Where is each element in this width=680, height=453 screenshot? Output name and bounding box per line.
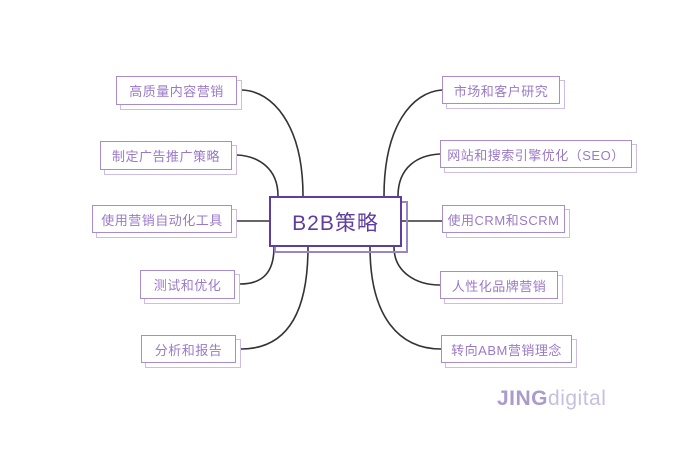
branch-left-3[interactable]: 使用营销自动化工具 (92, 205, 237, 238)
branch-right-5[interactable]: 转向ABM营销理念 (441, 335, 577, 368)
connector-left-5 (240, 246, 309, 350)
branch-label: 分析和报告 (141, 335, 236, 363)
center-node-label: B2B策略 (269, 196, 402, 247)
branch-label: 使用营销自动化工具 (92, 205, 232, 233)
branch-label: 市场和客户研究 (442, 76, 560, 104)
branch-right-4[interactable]: 人性化品牌营销 (440, 271, 563, 304)
connector-left-2 (236, 154, 279, 197)
branch-label: 制定广告推广策略 (100, 141, 232, 170)
branch-label: 测试和优化 (140, 270, 235, 299)
branch-left-5[interactable]: 分析和报告 (141, 335, 241, 368)
branch-label: 使用CRM和SCRM (442, 205, 565, 233)
logo-light-text: digital (548, 387, 607, 410)
branch-left-4[interactable]: 测试和优化 (140, 270, 240, 304)
center-node[interactable]: B2B策略 (269, 196, 408, 253)
connector-right-1 (383, 89, 443, 197)
connector-left-4 (239, 246, 275, 285)
connector-right-2 (397, 153, 441, 197)
branch-right-1[interactable]: 市场和客户研究 (442, 76, 565, 109)
jingdigital-logo: JINGdigital (497, 388, 606, 410)
branch-right-3[interactable]: 使用CRM和SCRM (442, 205, 570, 238)
branch-label: 网站和搜索引擎优化（SEO） (440, 140, 632, 168)
branch-label: 人性化品牌营销 (440, 271, 558, 299)
logo-bold-text: JING (497, 387, 549, 410)
connector-right-5 (369, 246, 442, 350)
connector-left-1 (241, 89, 304, 197)
branch-label: 高质量内容营销 (116, 76, 237, 105)
branch-label: 转向ABM营销理念 (441, 335, 572, 363)
connector-right-4 (393, 246, 441, 286)
branch-right-2[interactable]: 网站和搜索引擎优化（SEO） (440, 140, 637, 173)
branch-left-1[interactable]: 高质量内容营销 (116, 76, 242, 110)
branch-left-2[interactable]: 制定广告推广策略 (100, 141, 237, 175)
